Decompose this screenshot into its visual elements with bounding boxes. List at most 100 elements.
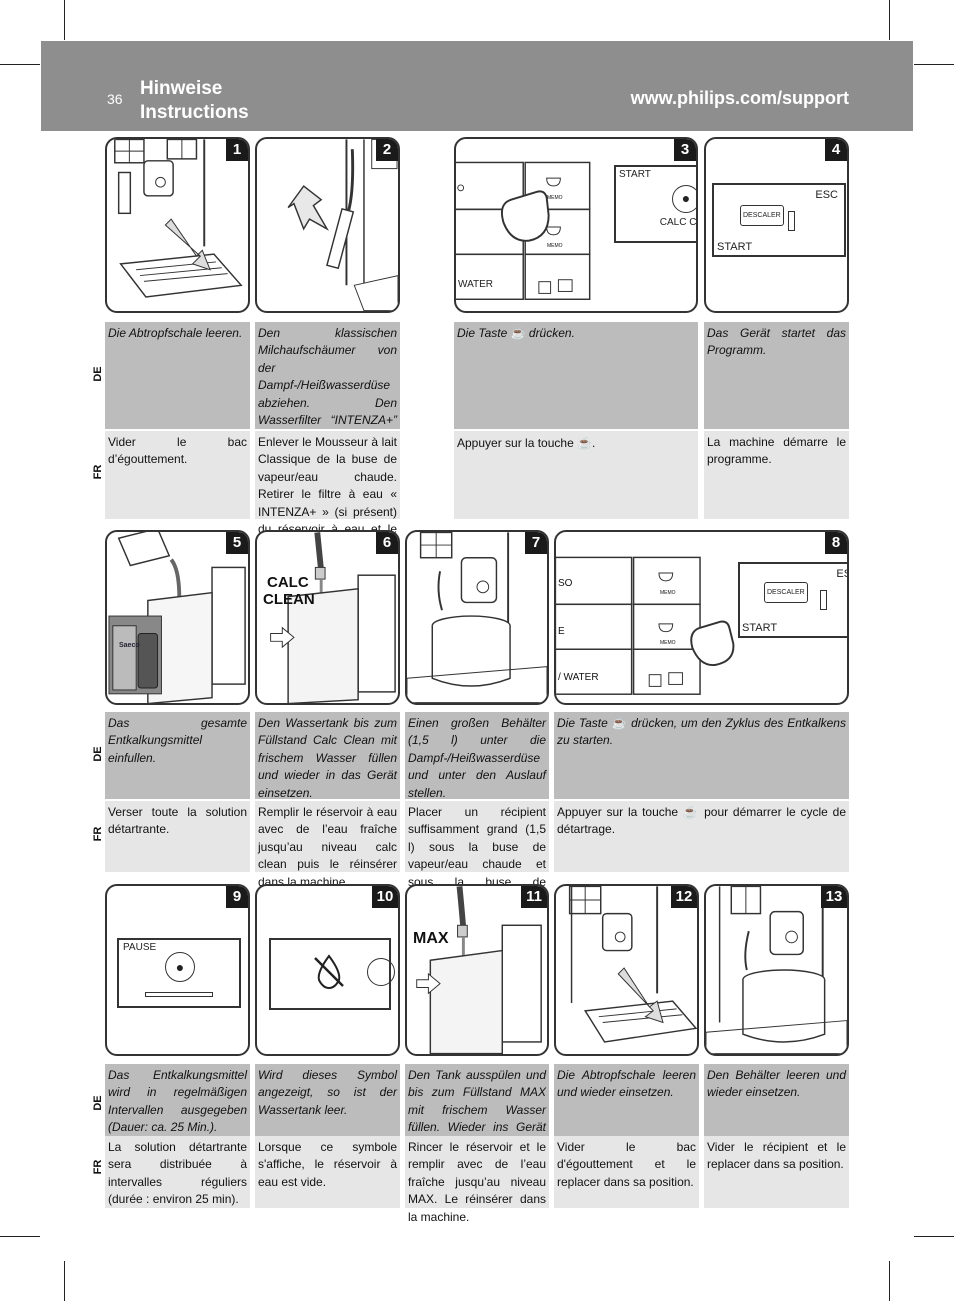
display-screen: [269, 938, 395, 1010]
step-9-text-fr: La solution détartrante sera distribuée …: [105, 1136, 250, 1208]
text-post: drücken.: [528, 326, 575, 340]
step-number: 6: [376, 532, 398, 554]
memo-cup-icon: ☕: [682, 805, 700, 819]
water-button-label: WATER: [458, 279, 493, 290]
water-button-label: / WATER: [558, 672, 599, 683]
step-10-text-fr: Lorsque ce symbole s'affiche, le réservo…: [255, 1136, 400, 1208]
crop-mark: [889, 1261, 890, 1301]
pour-descaler-illustration: [108, 532, 246, 703]
step-number: 5: [226, 532, 248, 554]
step-number: 2: [376, 139, 398, 161]
filter-icon: [788, 211, 795, 231]
text-pre: Appuyer sur la touche: [557, 805, 679, 819]
crop-mark: [914, 64, 954, 65]
memo-label: MEMO: [660, 640, 676, 646]
step-number: 8: [825, 532, 847, 554]
calc-clean-label: CALC CLEAN: [263, 574, 315, 608]
descaler-label: DESCALER: [767, 589, 805, 596]
step-4-text-de: Das Gerät startet das Programm.: [704, 322, 849, 429]
step-11-text-de: Den Tank ausspülen und bis zum Füllstand…: [405, 1064, 549, 1152]
text-post: .: [592, 436, 596, 450]
step-3-illustration: START CALC CL ● WATER MEMO MEMO 3: [454, 137, 698, 313]
step-5-text-de: Das gesamte Entkalkungsmittel einfullen.: [105, 712, 250, 799]
filter-icon: [820, 590, 827, 610]
page-number: 36: [107, 91, 123, 107]
clean-label: CLEAN: [263, 591, 315, 608]
step-13-illustration: 13: [704, 884, 849, 1056]
step-2-illustration: 2: [255, 137, 400, 313]
descaler-bottle-icon: DESCALER: [764, 582, 808, 603]
calc-label: CALC: [267, 574, 309, 591]
step-6-text-de: Den Wassertank bis zum Füllstand Calc Cl…: [255, 712, 400, 800]
milk-frother-illustration: [287, 139, 398, 311]
water-tank-illustration: [270, 532, 396, 703]
step-number: 12: [671, 886, 697, 908]
step-3-text-fr: Appuyer sur la touche ☕.: [454, 431, 698, 519]
display-screen: PAUSE ●: [117, 938, 241, 1008]
screen-esc-label: ESC: [815, 189, 838, 201]
screen-calc-label: CALC CL: [659, 217, 698, 228]
step-10-illustration: 10: [255, 884, 400, 1056]
step-12-illustration: 12: [554, 884, 699, 1056]
step-4-illustration: ESC DESCALER START 4: [704, 137, 849, 313]
step-3-text-de: Die Taste ☕ drücken.: [454, 322, 698, 429]
step-4-text-fr: La machine démarre le programme.: [704, 431, 849, 519]
display-screen: ESC DESCALER START: [712, 183, 846, 257]
step-6-text-fr: Remplir le réservoir à eau avec de l’eau…: [255, 801, 400, 889]
espresso-button-label: SO: [558, 578, 573, 589]
crop-mark: [889, 0, 890, 40]
step-1-text-de: Die Abtropfschale leeren.: [105, 322, 250, 429]
progress-bar: [145, 992, 213, 997]
screen-start-label: START: [717, 241, 753, 253]
step-7-text-fr: Placer un récipient suffisamment grand (…: [405, 801, 549, 906]
step-7-text-de: Einen großen Behälter (1,5 l) unter die …: [405, 712, 549, 800]
descaler-label: DESCALER: [743, 212, 781, 219]
text-pre: Appuyer sur la touche: [457, 436, 574, 450]
step-number: 10: [372, 886, 398, 908]
support-link[interactable]: www.philips.com/support: [630, 88, 849, 108]
step-8-text-de: Die Taste ☕ drücken, um den Zyklus des E…: [554, 712, 849, 799]
step-13-text-fr: Vider le récipient et le replacer dans s…: [704, 1136, 849, 1208]
step-number: 13: [821, 886, 847, 908]
saeco-brand-label: Saeco: [119, 642, 140, 649]
page-title: Hinweise Instructions: [140, 77, 249, 125]
display-screen: START CALC CL ●: [614, 165, 698, 243]
container-under-spout-illustration: [407, 532, 547, 703]
coffee-button-label: E: [558, 626, 565, 637]
display-screen: ESC DESCALER START: [738, 562, 847, 638]
crop-mark: [64, 0, 65, 40]
no-water-icon: [314, 954, 344, 990]
step-8-text-fr: Appuyer sur la touche ☕ pour démarrer le…: [554, 801, 849, 872]
step-1-text-fr: Vider le bac d’égouttement.: [105, 431, 250, 519]
control-panel-illustration: [456, 161, 591, 301]
step-2-text-de: Den klassischen Milchaufschäumer von der…: [255, 322, 400, 514]
lang-label-fr: FR: [92, 826, 104, 842]
step-number: 1: [226, 139, 248, 161]
title-de: Hinweise: [140, 78, 223, 99]
step-8-illustration: ESC DESCALER START SO E / WATER MEMO MEM…: [554, 530, 849, 705]
text-post: drücken, um den Zyklus des Entkalkens zu…: [557, 716, 846, 748]
step-number: 7: [525, 532, 547, 554]
lang-label-de: DE: [92, 1095, 104, 1111]
step-11-text-fr: Rincer le réservoir et le remplir avec d…: [405, 1136, 549, 1224]
lang-label-de: DE: [92, 746, 104, 762]
container-under-spout-illustration: [706, 886, 847, 1054]
step-13-text-de: Den Behälter leeren und wieder einsetzen…: [704, 1064, 849, 1136]
memo-label: MEMO: [660, 590, 676, 596]
crop-mark: [914, 1236, 954, 1237]
step-number: 9: [226, 886, 248, 908]
step-10-text-de: Wird dieses Symbol angezeigt, so ist der…: [255, 1064, 400, 1136]
lang-label-fr: FR: [92, 1159, 104, 1175]
water-tank-illustration: [416, 886, 542, 1054]
step-5-illustration: Saeco 5: [105, 530, 250, 705]
step-2-text-fr: Enlever le Mousseur à lait Classique de …: [255, 431, 400, 571]
step-11-illustration: MAX 11: [405, 884, 549, 1056]
text-pre: Die Taste: [457, 326, 508, 340]
step-number: 3: [674, 139, 696, 161]
lang-label-fr: FR: [92, 464, 104, 480]
memo-cup-icon: ☕: [577, 436, 593, 450]
crop-mark: [0, 64, 40, 65]
descaler-bottle-icon: DESCALER: [740, 205, 784, 226]
step-7-illustration: 7: [405, 530, 549, 705]
step-number: 11: [521, 886, 547, 908]
